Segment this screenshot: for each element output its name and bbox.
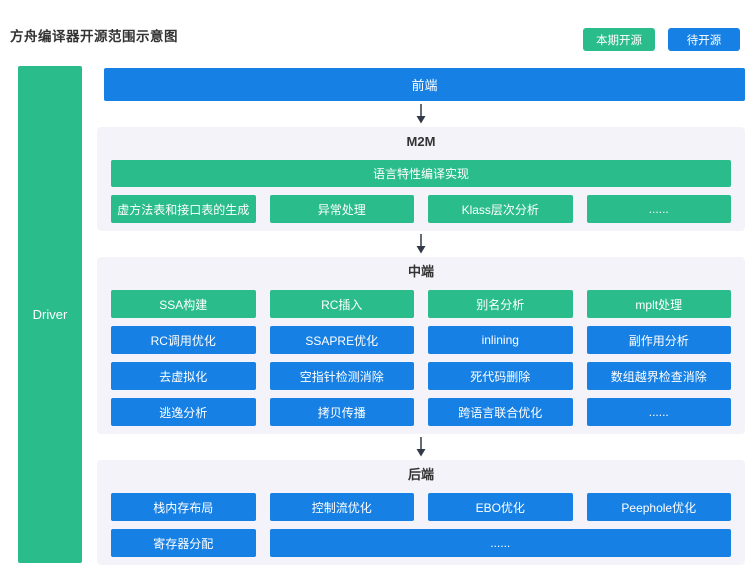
block-null-pointer-check-elimination: 空指针检测消除 [269, 362, 414, 390]
down-arrow-icon [97, 101, 745, 127]
block-klass-hierarchy-analysis: Klass层次分析 [428, 195, 573, 223]
block-midend-ellipsis: ...... [586, 398, 731, 426]
frontend-block: 前端 [104, 68, 745, 101]
block-array-bounds-check-elimination: 数组越界检查消除 [586, 362, 731, 390]
block-backend-ellipsis: ...... [269, 529, 731, 557]
block-ssa-construction: SSA构建 [111, 290, 256, 318]
pipeline-column: 前端 M2M 语言特性编译实现 虚方法表和接口表的生成 异常处理 Klass层次… [97, 64, 745, 565]
block-alias-analysis: 别名分析 [428, 290, 573, 318]
m2m-section-title: M2M [406, 134, 436, 149]
block-exception-handling: 异常处理 [269, 195, 414, 223]
block-side-effect-analysis: 副作用分析 [586, 326, 731, 354]
down-arrow-icon [97, 434, 745, 460]
block-virtual-method-table-generation: 虚方法表和接口表的生成 [111, 195, 256, 223]
page-title: 方舟编译器开源范围示意图 [10, 29, 178, 44]
block-dead-code-elimination: 死代码删除 [428, 362, 573, 390]
backend-section-title: 后端 [407, 467, 434, 482]
block-inlining: inlining [428, 326, 573, 354]
block-language-feature-compilation: 语言特性编译实现 [111, 160, 731, 187]
midend-section: 中端 SSA构建 RC插入 别名分析 mplt处理 RC调用优化 SSAPRE优… [97, 257, 745, 434]
block-peephole-optimization: Peephole优化 [586, 493, 731, 521]
block-m2m-ellipsis: ...... [586, 195, 731, 223]
backend-section: 后端 栈内存布局 控制流优化 EBO优化 Peephole优化 寄存器分配 ..… [97, 460, 745, 565]
block-escape-analysis: 逃逸分析 [111, 398, 256, 426]
block-ebo-optimization: EBO优化 [428, 493, 573, 521]
block-devirtualization: 去虚拟化 [111, 362, 256, 390]
legend-to-be-open-sourced: 待开源 [668, 28, 740, 51]
m2m-section: M2M 语言特性编译实现 虚方法表和接口表的生成 异常处理 Klass层次分析 … [97, 127, 745, 231]
legend: 本期开源 待开源 [583, 28, 740, 51]
block-mplt-processing: mplt处理 [586, 290, 731, 318]
block-cross-language-optimization: 跨语言联合优化 [428, 398, 573, 426]
block-control-flow-optimization: 控制流优化 [269, 493, 414, 521]
down-arrow-icon [97, 231, 745, 257]
block-ssapre-optimization: SSAPRE优化 [269, 326, 414, 354]
midend-section-title: 中端 [407, 264, 434, 279]
driver-block: Driver [18, 66, 82, 563]
block-register-allocation: 寄存器分配 [111, 529, 256, 557]
legend-open-this-release: 本期开源 [583, 28, 655, 51]
block-stack-memory-layout: 栈内存布局 [111, 493, 256, 521]
block-copy-propagation: 拷贝传播 [269, 398, 414, 426]
block-rc-call-optimization: RC调用优化 [111, 326, 256, 354]
block-rc-insertion: RC插入 [269, 290, 414, 318]
